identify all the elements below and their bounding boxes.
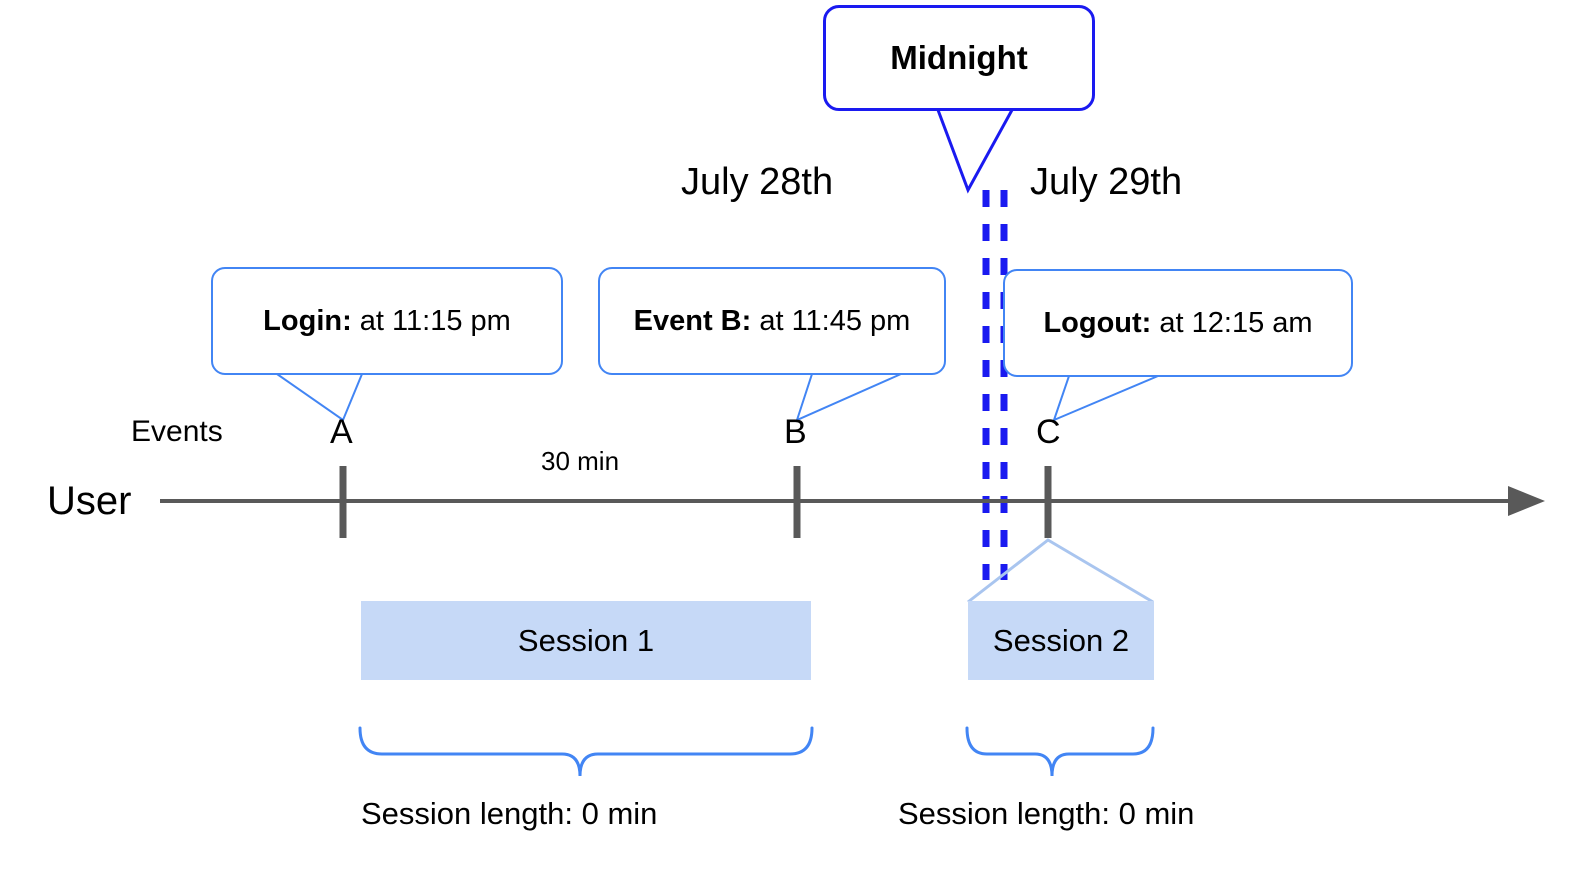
axis-label-events: Events (131, 415, 223, 448)
callout-login-bold: Login: (263, 304, 352, 337)
callout-c-tail (1052, 375, 1159, 422)
callout-event-b-text: Event B: at 11:45 pm (634, 305, 911, 338)
session-1-label: Session 1 (517, 622, 655, 658)
session-1-brace (358, 726, 814, 777)
callout-login-text: Login: at 11:15 pm (263, 305, 511, 338)
callout-event-b-bold: Event B: (633, 304, 752, 337)
session-2-label: Session 2 (992, 622, 1130, 658)
midnight-callout-box: Midnight (823, 5, 1095, 111)
session-2-box: Session 2 (968, 601, 1154, 680)
callout-box-logout: Logout: at 12:15 am (1003, 269, 1353, 377)
axis-label-user: User (47, 479, 132, 523)
callout-box-event-b: Event B: at 11:45 pm (598, 267, 946, 375)
session-2-leader-lines (967, 538, 1154, 604)
midnight-callout-tail (936, 109, 1014, 194)
callout-logout-text: Logout: at 12:15 am (1043, 307, 1312, 340)
session-1-box: Session 1 (361, 601, 811, 680)
date-label-right: July 29th (1030, 161, 1183, 203)
callout-login-rest: at 11:15 pm (351, 304, 511, 337)
tick-letter-a: A (330, 413, 353, 451)
callout-logout-bold: Logout: (1043, 306, 1152, 339)
callout-a-tail (276, 373, 363, 422)
callout-b-tail (795, 373, 902, 422)
callout-event-b-rest: at 11:45 pm (751, 304, 911, 337)
date-label-left: July 28th (681, 161, 834, 203)
callout-box-login: Login: at 11:15 pm (211, 267, 563, 375)
session-2-brace (965, 726, 1155, 777)
session-2-length-label: Session length: 0 min (898, 796, 1195, 831)
callout-logout-rest: at 12:15 am (1151, 306, 1313, 339)
session-1-length-label: Session length: 0 min (361, 796, 658, 831)
tick-letter-b: B (784, 413, 807, 451)
timeline-arrow-head (1508, 486, 1545, 516)
midnight-label: Midnight (890, 39, 1028, 76)
gap-duration-label: 30 min (541, 446, 620, 476)
tick-letter-c: C (1036, 413, 1061, 451)
